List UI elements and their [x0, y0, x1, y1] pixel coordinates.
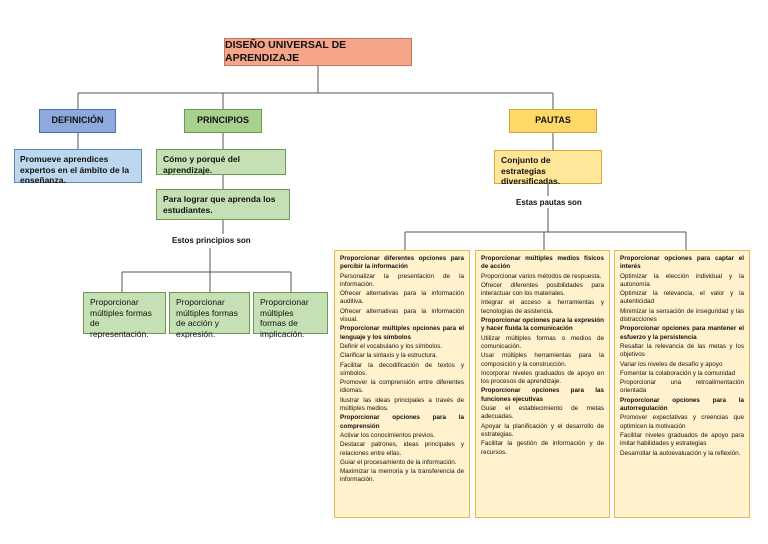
pauta-item: Guiar el procesamiento de la información… [340, 458, 457, 466]
pauta-item: Destacar patrones, ideas principales y r… [340, 441, 464, 457]
pauta-heading: Proporcionar opciones para la autorregul… [620, 396, 744, 413]
pauta-heading: Proporcionar opciones para las funciones… [481, 387, 604, 403]
pauta-item: Activar los conocimientos previos. [340, 431, 435, 439]
pauta-heading: Proporcionar opciones para la comprensió… [340, 414, 464, 430]
pauta-heading: Proporcionar múltiples medios físicos de… [481, 255, 604, 271]
pautas-column-1: Proporcionar diferentes opciones para pe… [334, 250, 470, 518]
pauta-item: Ofrecer diferentes posibilidades para in… [481, 281, 604, 298]
principios-connector: Estos principios son [172, 236, 251, 245]
pauta-item: Ofrecer alternativas para la información… [340, 290, 464, 306]
pauta-heading: Proporcionar múltiples opciones para el … [340, 325, 464, 341]
definicion-text: Promueve aprendices expertos en el ámbit… [14, 149, 142, 185]
pauta-item: Personalizar la presentación de la infor… [340, 272, 464, 288]
pauta-item: Proporcionar varios métodos de respuesta… [481, 272, 602, 280]
pauta-item: Facilitar la gestión de información y de… [481, 440, 604, 456]
definicion-header: DEFINICIÓN [39, 109, 116, 133]
pauta-item: Resaltar la relevancia de las metas y lo… [620, 342, 744, 359]
principios-box-1: Cómo y porqué del aprendizaje. [156, 149, 286, 175]
pautas-header: PAUTAS [509, 109, 597, 133]
pauta-item: Fomentar la colaboración y la comunidad [620, 369, 736, 377]
pauta-item: Ofrecer alternativas para la información… [340, 307, 464, 324]
pauta-item: Usar múltiples herramientas para la comp… [481, 352, 604, 368]
pauta-item: Apoyar la planificación y el desarrollo … [481, 422, 604, 438]
pautas-column-2: Proporcionar múltiples medios físicos de… [475, 250, 610, 518]
principios-box-2: Para lograr que aprenda los estudiantes. [156, 189, 290, 220]
pauta-item: Integrar el acceso a herramientas y tecn… [481, 299, 604, 315]
pauta-item: Minimizar la sensación de inseguridad y … [620, 307, 744, 324]
pautas-column-3: Proporcionar opciones para captar el int… [614, 250, 750, 518]
pauta-item: Promover expectativas y creencias que op… [620, 414, 744, 430]
pauta-item: Variar los niveles de desafío y apoyo [620, 360, 723, 368]
pautas-box-1: Conjunto de estrategias diversificadas. [494, 150, 602, 186]
pauta-item: Definir el vocabulario y los símbolos. [340, 342, 443, 350]
diagram-title: DISEÑO UNIVERSAL DE APRENDIZAJE [224, 38, 412, 66]
pautas-connector: Estas pautas son [516, 198, 582, 207]
pauta-item: Incorporar niveles graduados de apoyo en… [481, 369, 604, 386]
pauta-heading: Proporcionar diferentes opciones para pe… [340, 255, 464, 271]
pauta-item: Proporcionar una retroalimentación orien… [620, 379, 744, 395]
pauta-item: Maximizar la memoria y la transferencia … [340, 468, 464, 484]
principio-item-1: Proporcionar múltiples formas de represe… [83, 292, 166, 339]
pauta-item: Ilustrar las ideas principales a través … [340, 396, 464, 413]
pauta-item: Utilizar múltiples formas o medios de co… [481, 334, 604, 350]
principio-item-3: Proporcionar múltiples formas de implica… [253, 292, 328, 339]
pauta-item: Facilitar niveles graduados de apoyo par… [620, 431, 744, 448]
pauta-item: Guiar el establecimiento de metas adecua… [481, 405, 604, 421]
pauta-item: Promover la comprensión entre diferentes… [340, 379, 464, 395]
pauta-heading: Proporcionar opciones para mantener el e… [620, 325, 744, 341]
pauta-item: Desarrollar la autoevaluación y la refle… [620, 449, 741, 457]
pauta-heading: Proporcionar opciones para captar el int… [620, 255, 744, 271]
pauta-item: Clarificar la sintaxis y la estructura. [340, 352, 438, 360]
pauta-item: Optimizar la elección individual y la au… [620, 272, 744, 288]
pauta-item: Facilitar la decodificación de textos y … [340, 361, 464, 377]
pauta-heading: Proporcionar opciones para la expresión … [481, 317, 604, 333]
principio-item-2: Proporcionar múltiples formas de acción … [169, 292, 250, 339]
principios-header: PRINCIPIOS [184, 109, 262, 133]
pauta-item: Optimizar la relevancia, el valor y la a… [620, 290, 744, 306]
